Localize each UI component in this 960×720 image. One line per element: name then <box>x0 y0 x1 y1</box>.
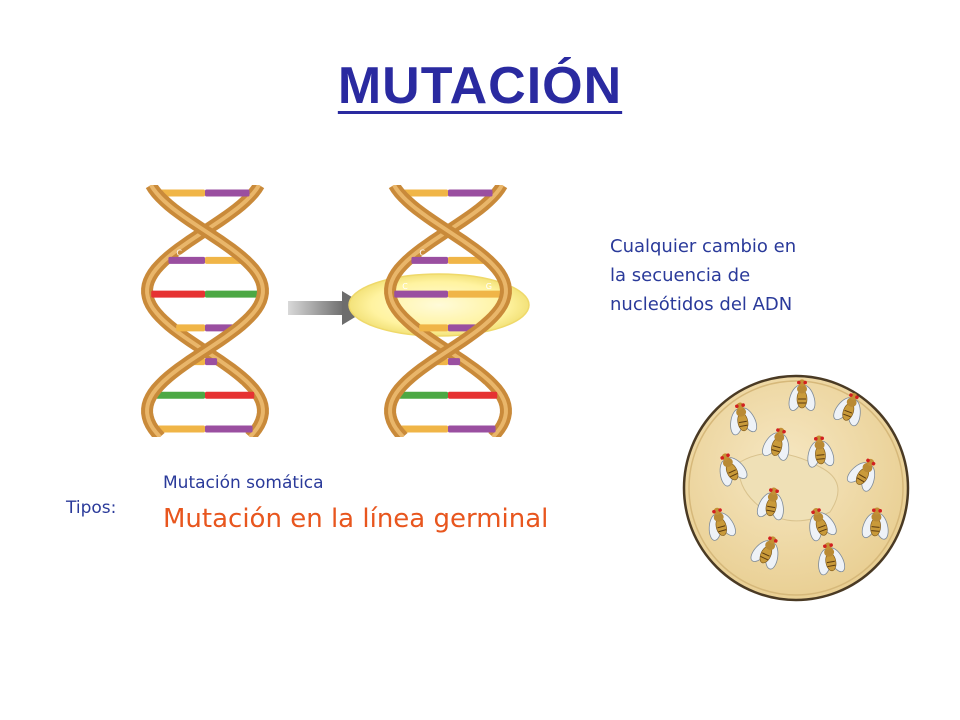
helix-before-base-label: A <box>159 282 165 291</box>
helix-after-base-pair <box>394 290 502 298</box>
helix-after-strand-front-highlight <box>388 185 508 437</box>
helix-before-base-label: A <box>238 383 244 392</box>
petri-dish-flies <box>682 374 910 602</box>
helix-before-base-label: T <box>242 282 248 291</box>
definition-line: nucleótidos del ADN <box>610 294 793 315</box>
helix-before-strand-back <box>141 185 269 437</box>
helix-before-strand-front <box>141 185 269 437</box>
helix-before-base-pair <box>160 189 250 197</box>
helix-before-strand-back-highlight <box>145 185 265 437</box>
helix-before-base-pair <box>155 391 255 399</box>
helix-before-base-pair <box>151 290 259 298</box>
type-somatic-mutation: Mutación somática <box>163 473 324 493</box>
definition-line: la secuencia de <box>610 265 751 286</box>
definition-text: Cualquier cambio en la secuencia de nucl… <box>610 232 880 319</box>
helix-after-base-pair <box>400 425 496 433</box>
helix-before-base-label: T <box>163 383 169 392</box>
types-label: Tipos: <box>66 498 117 518</box>
helix-before-base-pair <box>168 256 242 264</box>
helix-after-base-label: G <box>486 282 492 291</box>
helix-after-base-label: C <box>402 282 408 291</box>
type-germline-mutation: Mutación en la línea germinal <box>163 504 549 534</box>
helix-after-strand-front <box>384 185 512 437</box>
helix-after-base-pair <box>411 256 485 264</box>
helix-before-base-pair <box>157 425 253 433</box>
helix-after-base-pair <box>403 189 493 197</box>
helix-after-strand-back <box>384 185 512 437</box>
helix-before-strand-front-highlight <box>145 185 265 437</box>
page-title: MUTACIÓN <box>337 57 623 115</box>
helix-before-base-label: C <box>176 248 182 257</box>
helix-after-base-pair <box>398 391 498 399</box>
helix-after-strand-back-highlight <box>388 185 508 437</box>
helix-after-base-label: T <box>406 383 412 392</box>
helix-after-base-label: A <box>481 383 487 392</box>
definition-line: Cualquier cambio en <box>610 236 797 257</box>
helix-after-base-label: C <box>419 248 425 257</box>
